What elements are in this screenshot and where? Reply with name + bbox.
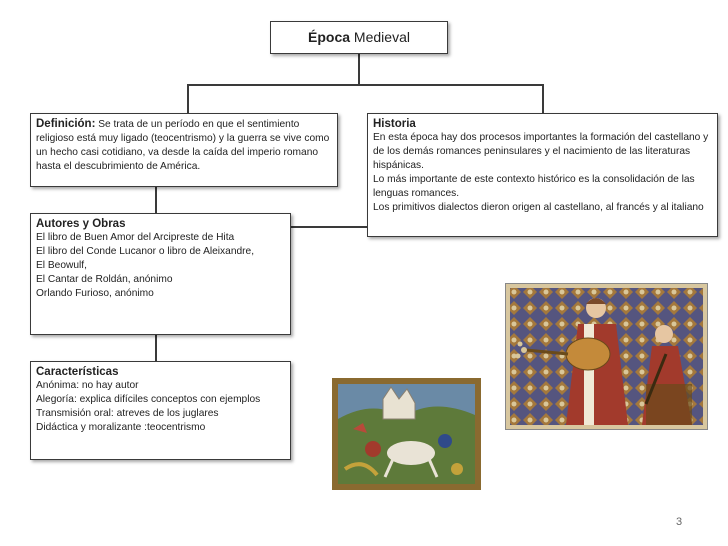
minstrels-illustration — [505, 283, 708, 430]
historia-box: Historia En esta época hay dos procesos … — [367, 113, 718, 237]
autores-item: El libro de Buen Amor del Arcipreste de … — [36, 232, 235, 243]
connector-autores-historia — [290, 226, 368, 228]
connector-horizontal — [187, 84, 543, 86]
connector-title-down — [358, 53, 360, 85]
historia-paragraph-1: En esta época hay dos procesos important… — [373, 132, 709, 171]
caracteristicas-item: Anónima: no hay autor — [36, 380, 139, 391]
autores-box: Autores y Obras El libro de Buen Amor de… — [30, 213, 291, 335]
caracteristicas-item: Transmisión oral: atreves de los juglare… — [36, 408, 219, 419]
caracteristicas-item: Didáctica y moralizante :teocentrismo — [36, 422, 206, 433]
title-box: Época Medieval — [270, 21, 448, 54]
connector-right-down — [542, 84, 544, 114]
slide-number: 3 — [676, 516, 683, 528]
historia-paragraph-3: Los primitivos dialectos dieron origen a… — [373, 202, 704, 213]
autores-item: Orlando Furioso, anónimo — [36, 288, 154, 299]
definicion-box: Definición: Se trata de un período en qu… — [30, 113, 338, 187]
title-rest: Medieval — [350, 29, 410, 45]
connector-left-down — [187, 84, 189, 114]
definicion-label: Definición: — [36, 118, 96, 130]
caracteristicas-box: Características Anónima: no hay autor Al… — [30, 361, 291, 460]
historia-label: Historia — [373, 118, 416, 130]
autores-item: El Cantar de Roldán, anónimo — [36, 274, 173, 285]
caracteristicas-label: Características — [36, 366, 119, 378]
connector-definicion-autores — [155, 186, 157, 214]
autores-item: El libro del Conde Lucanor o libro de Al… — [36, 246, 255, 257]
battle-painting — [332, 378, 481, 490]
caracteristicas-item: Alegoría: explica difíciles conceptos co… — [36, 394, 261, 405]
historia-paragraph-2: Lo más importante de este contexto histó… — [373, 174, 695, 199]
autores-label: Autores y Obras — [36, 218, 126, 230]
connector-autores-caracteristicas — [155, 334, 157, 362]
title-bold: Época — [308, 29, 351, 45]
definicion-text: Se trata de un período en que el sentimi… — [36, 119, 330, 172]
autores-item: El Beowulf, — [36, 260, 87, 271]
